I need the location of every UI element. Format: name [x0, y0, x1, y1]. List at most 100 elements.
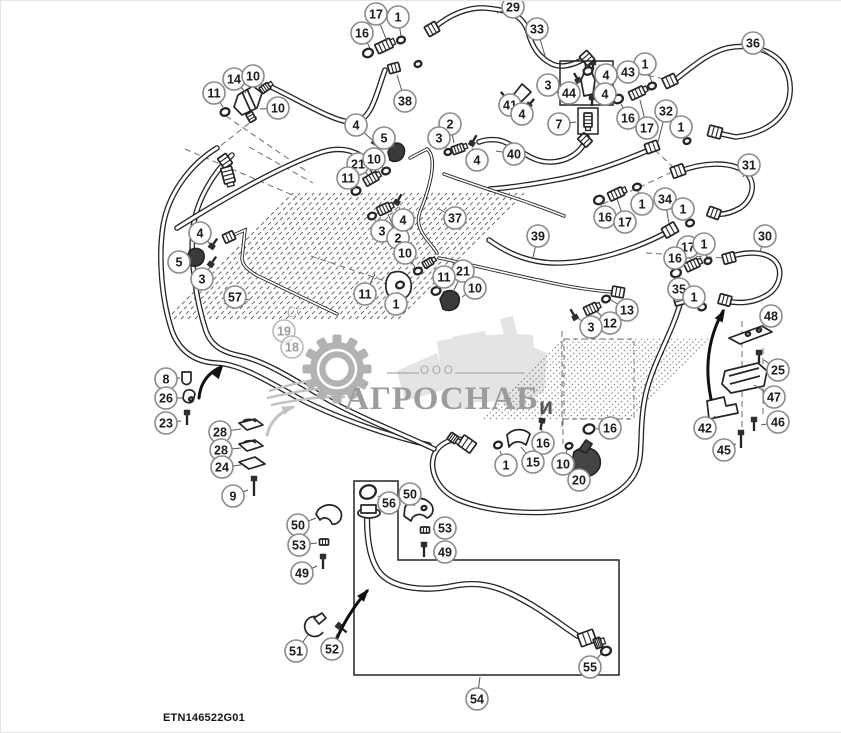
callout-11: 11: [202, 81, 226, 108]
nut-fitting: [643, 139, 661, 155]
svg-text:33: 33: [530, 22, 544, 36]
svg-text:35: 35: [672, 282, 686, 296]
svg-text:54: 54: [470, 692, 484, 706]
callout-38: 38: [393, 74, 417, 113]
screw: [392, 193, 403, 207]
nut-fitting: [721, 250, 737, 266]
svg-text:29: 29: [506, 1, 520, 14]
callout-49: 49: [290, 561, 318, 585]
callout-16: 16: [350, 21, 374, 49]
svg-text:21: 21: [456, 264, 470, 278]
nut-fitting: [419, 526, 431, 534]
callout-13: 13: [610, 298, 639, 322]
cylindrical-fitting: [582, 301, 603, 317]
o-ring: [703, 256, 713, 266]
hoses-and-pipes: [158, 5, 793, 640]
direction-arrow: [265, 405, 295, 437]
cylindrical-fitting: [375, 201, 396, 217]
cylindrical-fitting: [450, 142, 469, 156]
nut-55: [576, 628, 598, 648]
callout-46: 46: [760, 410, 790, 434]
o-ring: [646, 81, 658, 91]
screw: [737, 429, 745, 448]
svg-text:16: 16: [668, 251, 682, 265]
fitting-20-stem: [578, 439, 593, 454]
svg-text:1: 1: [395, 10, 402, 24]
svg-text:10: 10: [556, 457, 570, 471]
nut-fitting: [577, 132, 593, 148]
svg-text:53: 53: [438, 521, 452, 535]
callout-39: 39: [526, 224, 550, 258]
callout-26: 26: [154, 386, 182, 410]
clamp-51: [303, 615, 324, 638]
svg-text:9: 9: [230, 489, 237, 503]
svg-text:19: 19: [277, 324, 291, 338]
callout-29: 29: [496, 1, 525, 19]
cylindrical-fitting: [627, 85, 649, 101]
svg-text:4: 4: [197, 226, 204, 240]
elbow-21: [439, 289, 461, 312]
part: [243, 439, 257, 444]
screw: [420, 541, 428, 557]
parts: [181, 20, 773, 657]
callout-43: 43: [613, 60, 640, 84]
cylindrical-fitting: [606, 186, 628, 202]
svg-text:3: 3: [199, 272, 206, 286]
valve-44: [580, 72, 596, 97]
svg-text:11: 11: [341, 171, 354, 185]
oring-55: [599, 645, 613, 657]
svg-text:34: 34: [658, 192, 672, 206]
svg-text:32: 32: [659, 104, 673, 118]
callout-53: 53: [287, 533, 318, 557]
callout-10: 10: [241, 64, 265, 88]
o-ring: [492, 440, 504, 450]
direction-arrow: [197, 365, 223, 400]
callout-52: 52: [320, 633, 344, 661]
svg-text:21: 21: [351, 157, 365, 171]
o-ring: [682, 136, 692, 146]
callout-1: 1: [386, 5, 410, 37]
callout-54: 54: [465, 676, 489, 711]
callout-42: 42: [693, 415, 717, 440]
callout-10: 10: [362, 147, 386, 171]
callout-10: 10: [259, 96, 290, 120]
svg-text:1: 1: [680, 202, 687, 216]
o-ring: [582, 423, 596, 435]
o-ring: [395, 35, 407, 45]
part: [242, 418, 257, 423]
callout-3: 3: [578, 315, 603, 339]
callout-48: 48: [757, 304, 783, 332]
svg-text:11: 11: [358, 287, 371, 301]
callout-17: 17: [635, 99, 659, 140]
callout-10: 10: [393, 241, 417, 268]
callout-44: 44: [557, 79, 581, 105]
callout-1: 1: [630, 190, 654, 216]
screw: [538, 417, 546, 431]
nut-fitting: [423, 20, 441, 38]
svg-text:4: 4: [474, 153, 481, 167]
callout-56: 56: [377, 491, 401, 515]
svg-text:3: 3: [588, 320, 595, 334]
svg-text:52: 52: [325, 642, 339, 656]
valve-14-ridges: [241, 88, 257, 113]
svg-text:50: 50: [291, 518, 305, 532]
svg-text:15: 15: [526, 455, 540, 469]
nut-fitting: [386, 61, 402, 75]
svg-text:46: 46: [771, 415, 785, 429]
svg-text:4: 4: [519, 107, 526, 121]
svg-text:12: 12: [603, 316, 617, 330]
svg-text:10: 10: [246, 69, 260, 83]
watermark-harvester-silhouette: [397, 316, 547, 410]
elbow-5b: [186, 247, 205, 268]
screw: [755, 349, 763, 363]
svg-text:17: 17: [618, 215, 632, 229]
callout-17: 17: [364, 2, 388, 42]
callout-16: 16: [595, 416, 622, 440]
callout-16: 16: [593, 204, 617, 229]
screw: [569, 308, 580, 322]
svg-text:55: 55: [583, 660, 597, 674]
callout-10: 10: [461, 276, 487, 300]
nut-fitting: [706, 205, 722, 221]
o-ring: [631, 182, 643, 192]
